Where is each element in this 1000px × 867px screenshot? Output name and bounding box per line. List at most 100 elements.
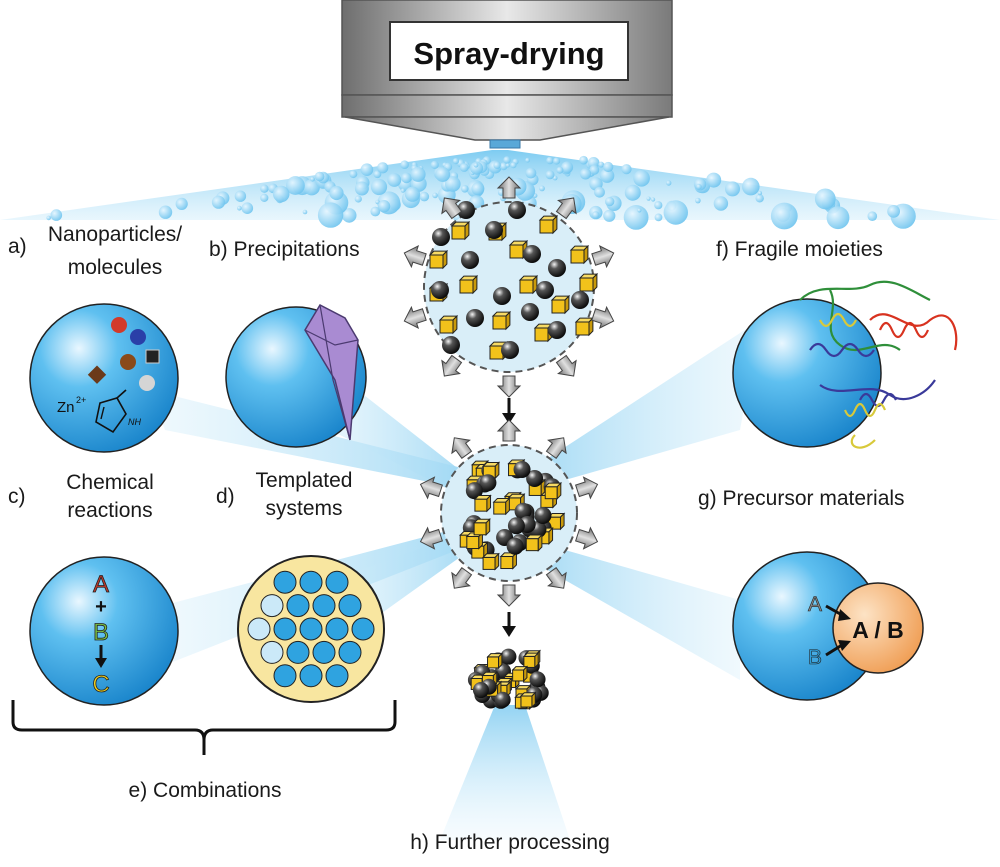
evaporation-arrow — [451, 566, 473, 589]
spray-droplet — [539, 185, 545, 192]
spray-droplet — [553, 157, 561, 165]
spray-droplet — [260, 193, 269, 202]
spray-droplet — [561, 161, 574, 174]
spray-droplet — [452, 158, 459, 165]
spray-droplet — [603, 161, 614, 173]
dark-particle — [534, 506, 552, 524]
label-d-letter: d) — [216, 485, 235, 508]
spray-droplet — [624, 184, 641, 201]
spray-droplet — [623, 205, 649, 230]
spray-droplet — [377, 162, 389, 174]
spray-nozzle: Spray-drying — [341, 0, 673, 149]
dark-particle — [514, 502, 532, 520]
cube — [458, 274, 479, 295]
dark-particle — [472, 682, 489, 699]
spray-droplet — [354, 181, 369, 196]
pore — [325, 617, 349, 641]
spray-droplet — [237, 205, 242, 211]
dark-particle — [461, 251, 479, 269]
dark-particle — [506, 537, 524, 555]
spray-droplet — [400, 160, 409, 169]
spray-droplet — [826, 206, 850, 230]
cube — [522, 651, 540, 669]
pore — [260, 640, 284, 664]
beam-h — [440, 705, 570, 840]
nozzle-title: Spray-drying — [413, 36, 604, 71]
down-arrow-1 — [502, 398, 516, 424]
spray-droplet — [755, 194, 764, 203]
spray-droplet — [430, 160, 439, 169]
cube — [550, 294, 571, 315]
spray-droplet — [646, 196, 651, 201]
template-pores — [247, 570, 375, 688]
dark-particle — [493, 287, 511, 305]
label-c-letter: c) — [8, 485, 26, 508]
dark-particle — [431, 281, 449, 299]
cube — [538, 214, 559, 235]
spray-droplet — [695, 197, 701, 204]
label-e: e) Combinations — [128, 779, 282, 802]
dark-particle — [465, 482, 483, 500]
evaporation-arrow — [451, 437, 473, 460]
reaction-arrow — [95, 658, 107, 668]
evaporation-arrow — [545, 437, 567, 460]
spray-droplet — [401, 172, 412, 184]
spray-droplet — [651, 197, 656, 202]
dark-particle — [485, 221, 503, 239]
cube — [473, 494, 492, 513]
nh-label: NH — [128, 417, 141, 427]
evaporation-arrow — [403, 244, 427, 269]
brown-particle — [120, 354, 136, 370]
pore — [325, 664, 349, 688]
droplet-wet — [403, 176, 615, 398]
spray-droplet — [175, 197, 188, 210]
cube — [486, 652, 504, 670]
spray-droplet — [696, 183, 702, 190]
spray-droplet — [317, 202, 344, 228]
spray-droplet — [633, 170, 650, 187]
dark-particle — [501, 341, 519, 359]
imidazole-ring — [95, 397, 127, 434]
spray-droplet — [272, 185, 290, 203]
spray-cone — [0, 150, 1000, 230]
arrow-b — [838, 640, 851, 651]
beam-g — [530, 540, 740, 680]
pore — [273, 570, 297, 594]
label-b: b) Precipitations — [209, 238, 360, 261]
spray-droplet — [654, 213, 663, 222]
dark-particle — [508, 201, 526, 219]
spray-droplet — [400, 188, 406, 193]
evaporation-arrow — [496, 584, 522, 607]
evaporation-arrow — [441, 197, 463, 220]
combination-bracket — [11, 700, 397, 755]
dark-particle — [536, 281, 554, 299]
precursor-b: B — [808, 646, 822, 669]
dark-particle — [442, 336, 460, 354]
pore — [286, 640, 310, 664]
product-label: A / B — [852, 617, 904, 643]
black-cube — [145, 349, 160, 364]
beam-f — [530, 320, 760, 490]
spray-droplet — [556, 166, 564, 174]
spray-droplet — [234, 190, 247, 202]
spray-droplet — [510, 162, 517, 169]
spray-droplet — [286, 176, 305, 195]
spray-droplet — [592, 211, 600, 219]
cube — [450, 220, 471, 241]
spray-droplet — [599, 168, 615, 183]
spray-droplet — [370, 206, 381, 217]
reactant-a: A — [93, 571, 109, 598]
sphere-d-templated — [237, 555, 385, 703]
evaporation-arrow — [555, 354, 577, 377]
dark-particle — [466, 309, 484, 327]
label-d-line1: Templated — [255, 469, 353, 492]
pore — [351, 617, 375, 641]
cube — [578, 272, 599, 293]
cube — [499, 551, 518, 570]
sphere-c-chemical-reactions: A + B C — [29, 556, 179, 706]
blue-particle — [130, 329, 146, 345]
spray-droplet — [725, 181, 740, 197]
spray-droplet — [473, 162, 479, 168]
dark-particle — [507, 517, 525, 535]
